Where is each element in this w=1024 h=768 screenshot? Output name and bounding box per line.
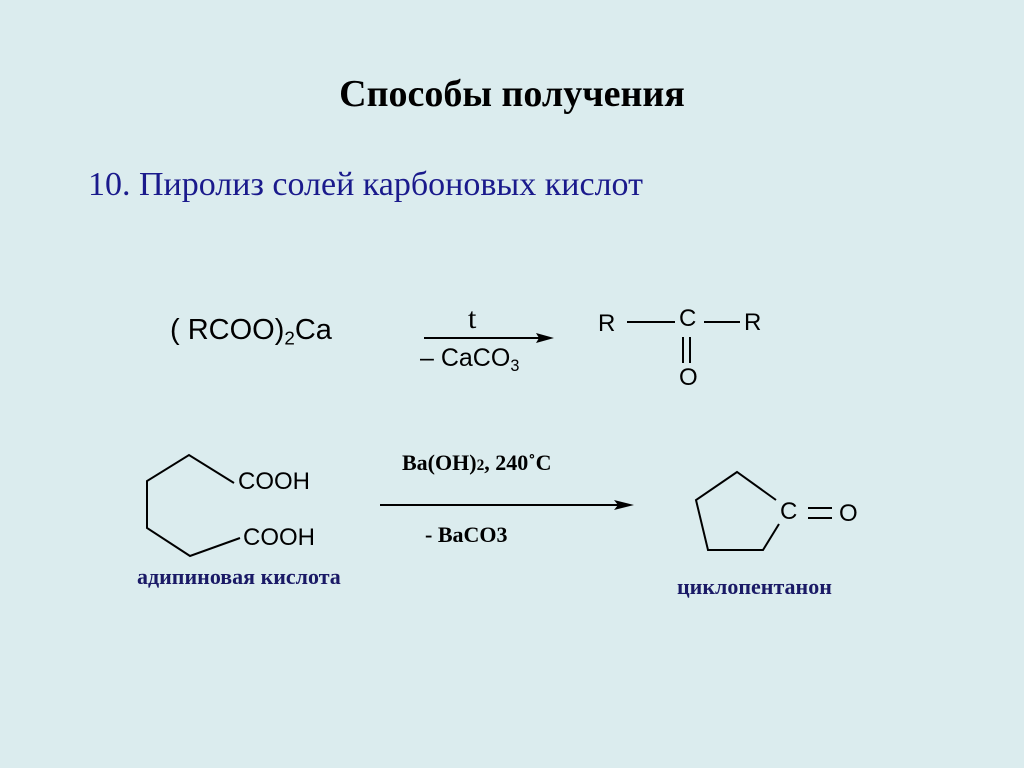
ketone-c: C	[679, 305, 697, 332]
reaction1-condition-bottom: – CaCO3	[420, 344, 519, 376]
condition-reagent: Ba(OH)	[402, 450, 477, 475]
condition-subscript: 3	[510, 356, 520, 375]
reaction1-arrow-head	[536, 333, 554, 343]
condition-temperature: , 240˚C	[484, 450, 552, 475]
slide-subtitle: 10. Пиролиз солей карбоновых кислот	[88, 166, 643, 203]
ketone-r-right: R	[744, 309, 762, 336]
reaction1-condition-top: t	[468, 302, 477, 335]
cyclopentanone-ring	[694, 470, 780, 551]
ketone-r-left: R	[598, 310, 616, 337]
slide-title: Способы получения	[339, 73, 685, 115]
reaction2-condition-top: Ba(OH)2, 240˚C	[402, 450, 551, 476]
reaction2-condition-bottom: - BaCO3	[425, 522, 508, 547]
reaction2-arrow-head	[614, 500, 634, 510]
adipic-cooh-top: COOH	[238, 468, 310, 495]
cyclopentanone-c: C	[780, 498, 798, 525]
adipic-acid-chain	[146, 453, 241, 558]
reactant-tail: Ca	[294, 314, 332, 346]
cyclopentanone-name: циклопентанон	[677, 574, 832, 599]
adipic-cooh-bottom: COOH	[243, 524, 315, 551]
condition-subscript: 2	[476, 457, 485, 474]
cyclopentanone-o: O	[839, 500, 858, 527]
adipic-acid-name: адипиновая кислота	[137, 564, 341, 589]
reactant-subscript: 2	[284, 327, 295, 349]
reactant-main: ( RCOO)	[170, 314, 285, 346]
ketone-o: O	[679, 364, 698, 391]
reaction1-reactant: ( RCOO)2Ca	[170, 314, 332, 350]
condition-prefix: – CaCO	[420, 344, 511, 372]
